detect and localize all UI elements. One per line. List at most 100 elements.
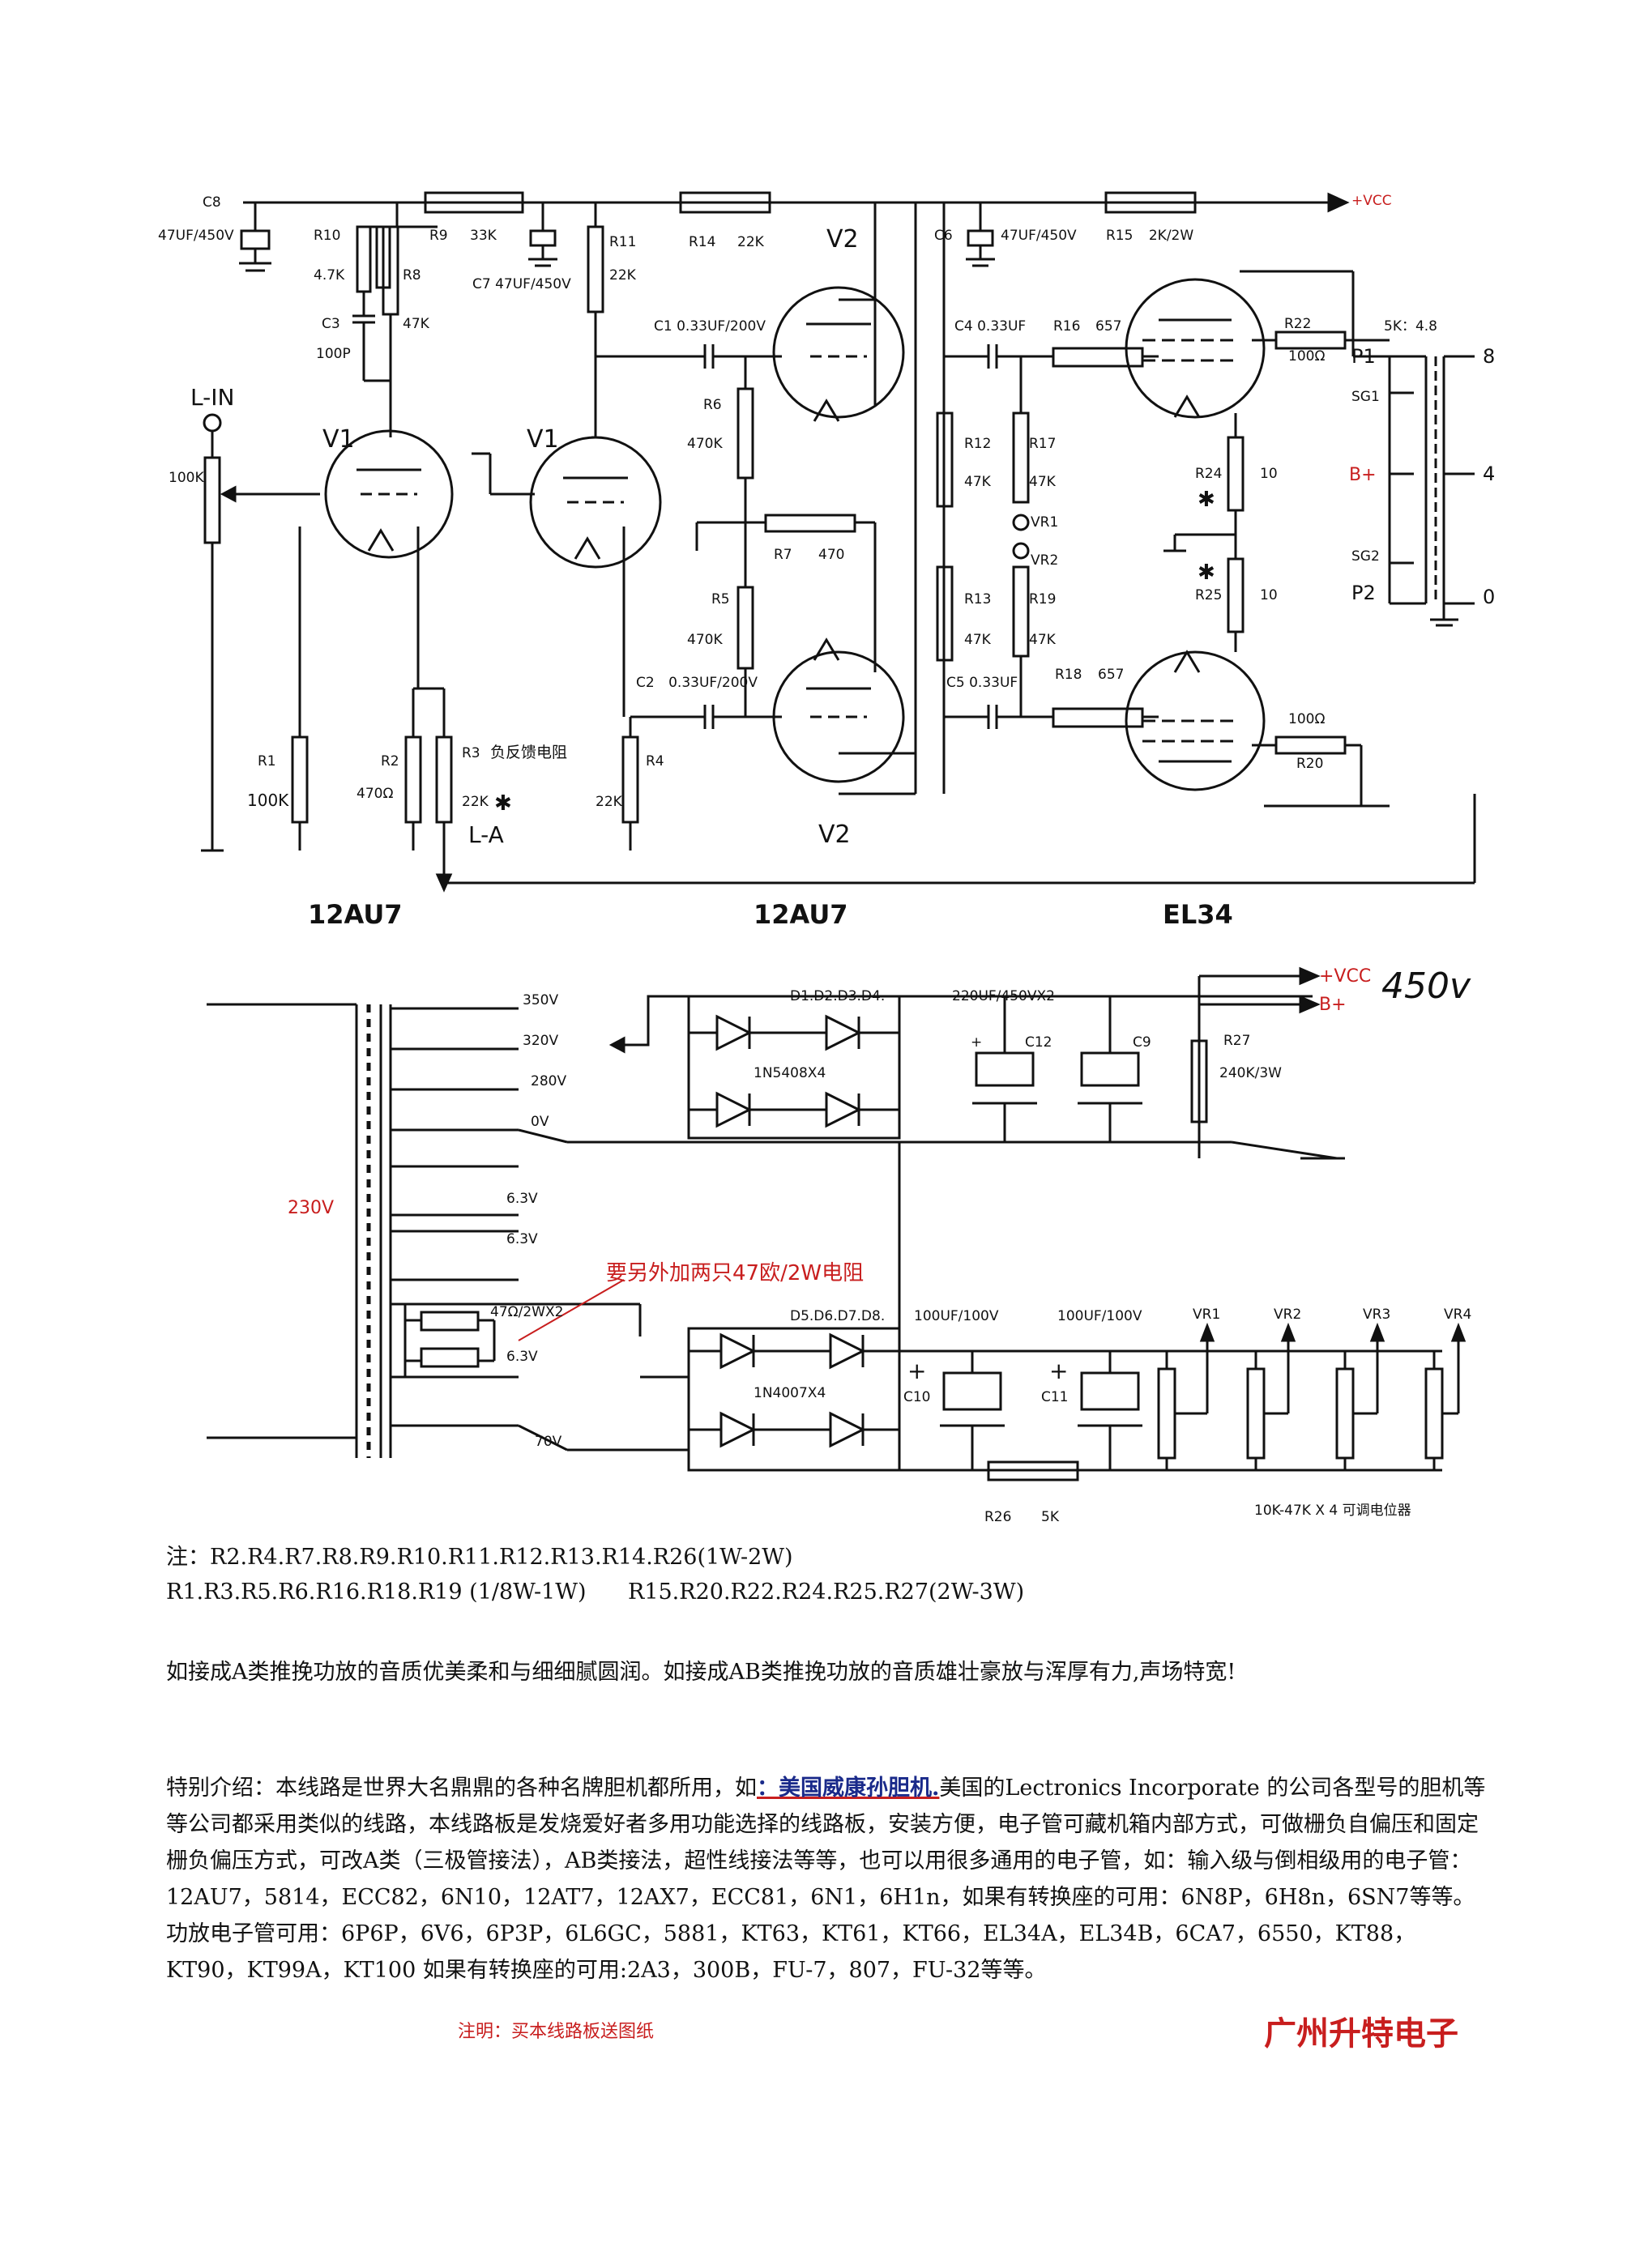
r13-name: R13: [964, 591, 991, 608]
r5-value: 470K: [687, 632, 723, 648]
r20-name: R20: [1296, 756, 1323, 772]
r3-asterisk: ✱: [494, 791, 512, 816]
tap-6v3-3: 6.3V: [506, 1349, 538, 1365]
pot-100k: 100K: [169, 470, 204, 486]
c5-name: C5: [946, 675, 965, 691]
bridge2-part: 1N4007X4: [754, 1385, 826, 1401]
heater-note: 要另外加两只47欧/2W电阻: [606, 1261, 864, 1285]
ot-sg2: SG2: [1351, 548, 1380, 565]
c2-label: C2 0.33UF/200V: [636, 675, 758, 691]
tap-70v: 70V: [535, 1434, 562, 1450]
tap-6v3-2: 6.3V: [506, 1231, 538, 1247]
tube-label-2: 12AU7: [754, 899, 848, 930]
r15-label: R15 2K/2W: [1106, 228, 1193, 244]
r11-value: 22K: [609, 267, 637, 284]
tap-6v3-1: 6.3V: [506, 1191, 538, 1207]
r14-name: R14: [689, 234, 715, 250]
c9-label: C9: [1133, 1034, 1151, 1051]
v1a-label: V1: [322, 425, 355, 454]
c5-label: C5 0.33UF: [946, 675, 1018, 691]
r24-asterisk: ✱: [1198, 488, 1215, 512]
c10-name: C10: [903, 1389, 931, 1405]
c7-value: 47UF/450V: [495, 276, 571, 292]
r3-value: 22K: [462, 794, 489, 810]
heater-resistor: 47Ω/2WX2: [490, 1304, 563, 1320]
v1b-label: V1: [527, 425, 559, 454]
r24-name: R24: [1195, 466, 1222, 482]
c4-name: C4: [954, 318, 973, 335]
brand-name: 广州升特电子: [1264, 2015, 1458, 2053]
r22-name: R22: [1284, 316, 1311, 332]
r16-value: 657: [1095, 318, 1121, 335]
tube-label-1: 12AU7: [308, 899, 403, 930]
c2-value: 0.33UF/200V: [668, 675, 758, 691]
ot-p2: P2: [1351, 582, 1376, 604]
vr4-pot: VR4: [1444, 1307, 1471, 1323]
r15-value: 2K/2W: [1149, 228, 1194, 244]
ot-bplus: B+: [1349, 465, 1377, 485]
c8-name: C8: [203, 194, 221, 211]
r6-value: 470K: [687, 436, 723, 452]
c2-name: C2: [636, 675, 655, 691]
r27-name: R27: [1223, 1033, 1250, 1049]
tube-el34-top: [1125, 278, 1266, 419]
r19-value: 47K: [1029, 632, 1057, 648]
v2-top-label: V2: [826, 225, 859, 254]
r9-name: R9: [429, 228, 448, 244]
bridge1-name: D1.D2.D3.D4.: [790, 988, 885, 1004]
r25-asterisk: ✱: [1198, 561, 1215, 585]
ot-p1: P1: [1351, 345, 1376, 368]
ot-tap-8: 8: [1483, 345, 1495, 368]
vcc-label: +VCC: [1351, 193, 1392, 209]
c3-value: 100P: [316, 346, 351, 362]
r17-value: 47K: [1029, 474, 1057, 490]
r8-value: 47K: [403, 316, 430, 332]
intro-start: 特别介绍：本线路是世界大名鼎鼎的各种名牌胆机都所用，如: [166, 1776, 757, 1801]
note-line-2b: R15.R20.R22.R24.R25.R27(2W-3W): [628, 1580, 1025, 1605]
handwritten-450v: 450v: [1381, 966, 1471, 1007]
c3-name: C3: [322, 316, 340, 332]
c4-value: 0.33UF: [977, 318, 1026, 335]
r2-value: 470Ω: [356, 786, 393, 802]
r25-value: 10: [1260, 587, 1278, 603]
c7-name: C7: [472, 276, 491, 292]
c10-plus: +: [907, 1358, 926, 1384]
power-labels: 230V 350V 320V 280V 0V 6.3V 6.3V 6.3V 70…: [288, 966, 1471, 1525]
r20-value: 100Ω: [1288, 711, 1325, 727]
c5-value: 0.33UF: [969, 675, 1018, 691]
r10-value: 4.7K: [314, 267, 345, 284]
r26-name: R26: [984, 1509, 1011, 1525]
vr2-pot: VR2: [1274, 1307, 1301, 1323]
c6-name: C6: [934, 228, 953, 244]
r9-value: 33K: [470, 228, 497, 244]
primary-voltage: 230V: [288, 1198, 334, 1218]
tube-el34-bottom: [1125, 650, 1266, 791]
r10-name: R10: [314, 228, 340, 244]
r18-name: R18: [1055, 667, 1082, 683]
vr1-label: VR1: [1031, 514, 1058, 531]
c10-value: 100UF/100V: [914, 1308, 999, 1324]
r5-name: R5: [711, 591, 730, 608]
r12-name: R12: [964, 436, 991, 452]
note-line-1: 注：R2.R4.R7.R8.R9.R10.R11.R12.R13.R14.R26…: [166, 1545, 793, 1570]
v2-bottom-label: V2: [818, 821, 851, 849]
c7-label: C7 47UF/450V: [472, 276, 571, 292]
amp-wiring: [201, 191, 1476, 893]
r4-value: 22K: [596, 794, 623, 810]
feedback-label: L-A: [468, 821, 504, 848]
tube-v1b: [529, 436, 662, 569]
r15-name: R15: [1106, 228, 1133, 244]
pots-note: 10K-47K X 4 可调电位器: [1254, 1503, 1411, 1519]
intro-rest: 美国的Lectronics Incorporate 的公司各型号的胆机等等公司都…: [166, 1776, 1486, 1983]
c4-label: C4 0.33UF: [954, 318, 1026, 335]
intro-highlight: ：美国威康孙胆机.: [757, 1776, 940, 1801]
r3-name: R3: [462, 745, 480, 761]
tube-v1a: [324, 429, 454, 559]
tap-280v: 280V: [531, 1073, 566, 1089]
ot-tap-0: 0: [1483, 586, 1495, 608]
r8-name: R8: [403, 267, 421, 284]
tap-350v: 350V: [523, 992, 558, 1008]
tube-v2b: [772, 637, 905, 783]
c12-plus: +: [971, 1034, 982, 1051]
